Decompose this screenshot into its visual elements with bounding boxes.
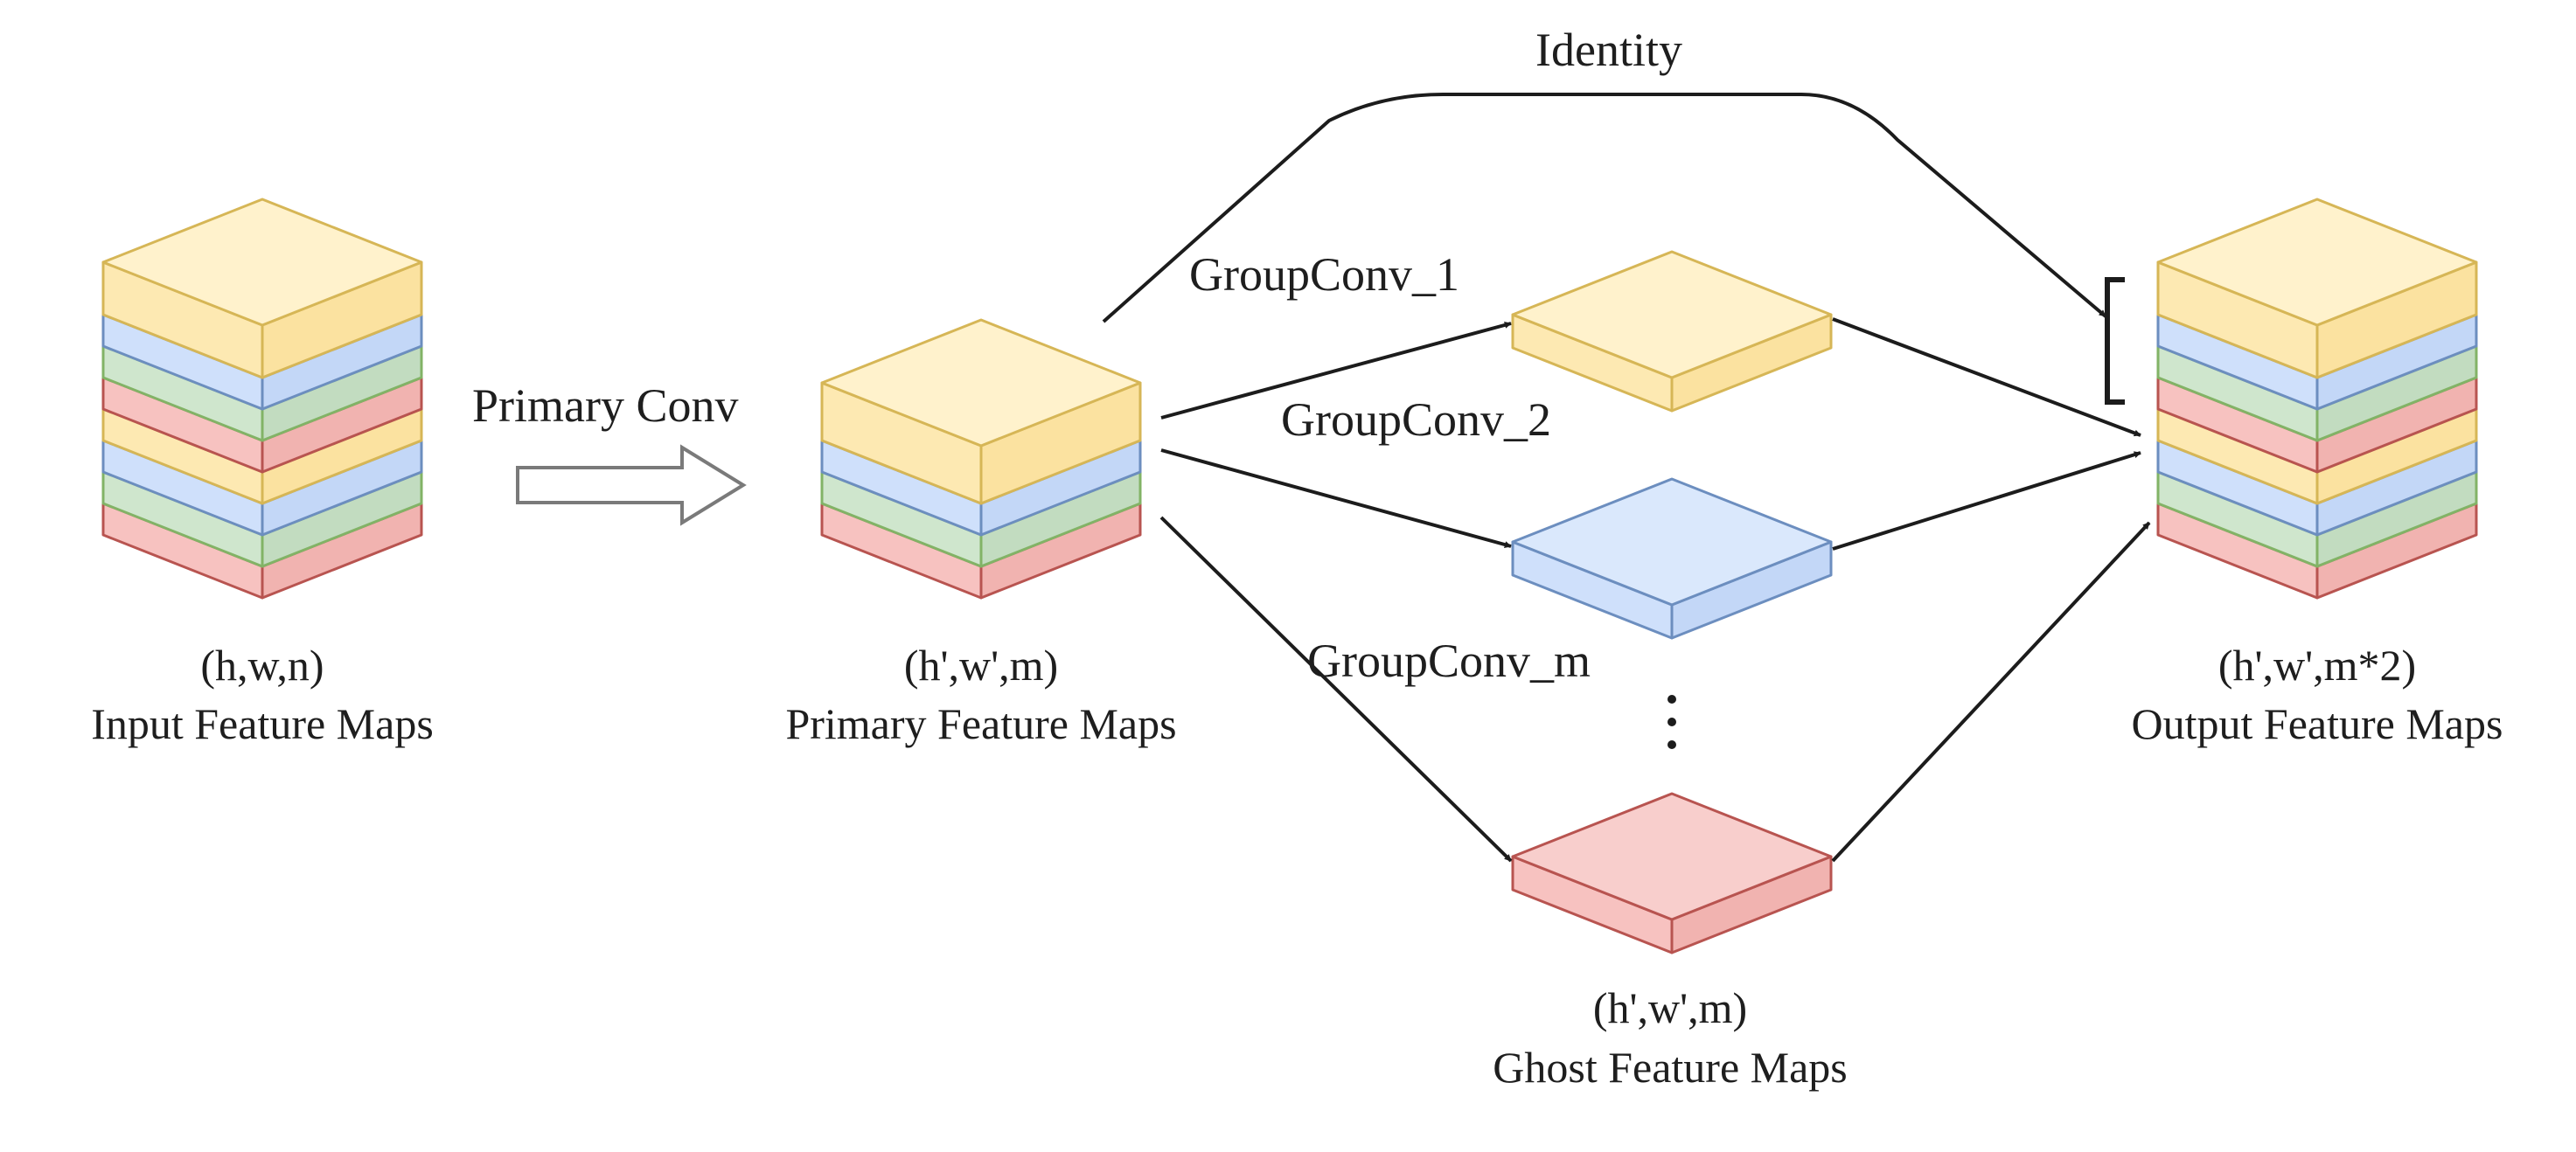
output-map-layer-8-top-face	[2156, 198, 2478, 327]
output-name-label: Output Feature Maps	[2132, 699, 2503, 748]
ghost-map-1-top-face	[1511, 250, 1833, 379]
ghost-feature-map-m	[1511, 792, 1833, 954]
groupconv-m-label: GroupConv_m	[1307, 635, 1591, 687]
primary-feature-maps-stack	[820, 318, 1142, 600]
ghost-shape-label: (h',w',m)	[1593, 983, 1747, 1032]
primary-conv-label: Primary Conv	[472, 379, 739, 432]
groupconv-m-edge	[1159, 516, 1513, 863]
ghost-name-label: Ghost Feature Maps	[1493, 1043, 1848, 1092]
output-shape-label: (h',w',m*2)	[2218, 641, 2416, 690]
ghost-map-2-top-face	[1511, 477, 1833, 607]
identity-bracket	[2105, 277, 2125, 405]
ghost-map-m-top-face	[1511, 792, 1833, 921]
ghost-feature-map-2	[1511, 477, 1833, 640]
input-name-label: Input Feature Maps	[91, 699, 434, 748]
ghost-feature-map-1	[1511, 250, 1833, 413]
ghost-2-to-output-edge	[1832, 451, 2141, 551]
primary-name-label: Primary Feature Maps	[785, 699, 1176, 748]
output-feature-maps-stack	[2156, 198, 2478, 600]
input-shape-label: (h,w,n)	[200, 641, 324, 690]
input-feature-maps-stack	[101, 198, 423, 600]
primary-map-layer-4-top-face	[820, 318, 1142, 448]
input-map-layer-8-top-face	[101, 198, 423, 327]
groupconv-1-edge	[1160, 322, 1512, 420]
identity-edge	[1102, 93, 2107, 323]
groupconv-2-edge	[1160, 448, 1512, 548]
ghost-m-to-output-edge	[1831, 521, 2151, 863]
identity-label: Identity	[1535, 24, 1682, 76]
primary-conv-arrow	[516, 444, 747, 526]
groupconv-2-label: GroupConv_2	[1281, 393, 1551, 446]
ellipsis-dots	[1667, 695, 1676, 749]
ghost-1-to-output-edge	[1832, 317, 2141, 437]
primary-shape-label: (h',w',m)	[904, 641, 1058, 690]
groupconv-1-label: GroupConv_1	[1189, 248, 1459, 301]
